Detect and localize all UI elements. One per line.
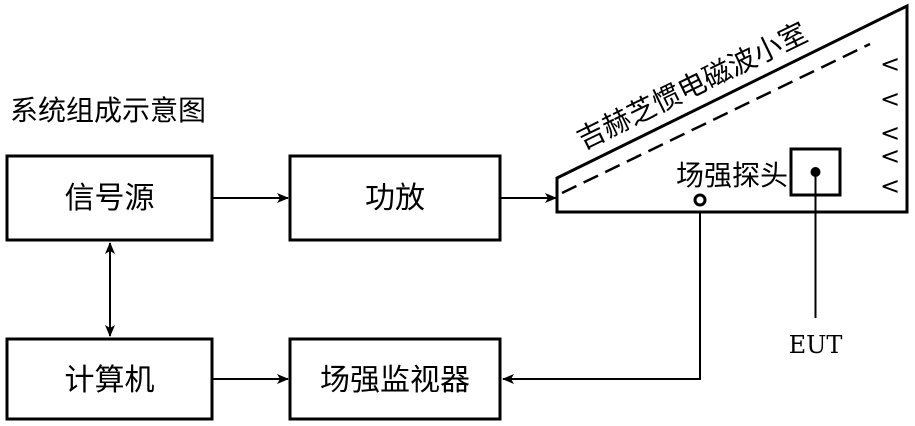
- signal-source-block: 信号源: [5, 154, 214, 242]
- absorber-mark-4: <: [880, 142, 900, 170]
- septum-line: [561, 42, 871, 195]
- computer-block: 计算机: [5, 337, 214, 421]
- power-amp-label: 功放: [365, 181, 425, 216]
- absorber-mark-5: <: [880, 172, 900, 200]
- absorber-mark-2: <: [880, 85, 900, 113]
- probe-cable: [502, 205, 701, 384]
- absorber-mark-3: <: [880, 119, 900, 147]
- gtem-chamber: 吉赫芝惯电磁波小室 场强探头 < < < < <: [555, 3, 909, 318]
- probe-label: 场强探头: [676, 159, 788, 192]
- computer-label: 计算机: [65, 363, 155, 398]
- power-amp-block: 功放: [288, 154, 502, 242]
- diagram-title: 系统组成示意图: [10, 94, 206, 127]
- signal-source-label: 信号源: [65, 181, 155, 216]
- field-probe-icon: [693, 193, 707, 207]
- field-monitor-label: 场强监视器: [320, 363, 470, 398]
- field-monitor-block: 场强监视器: [288, 337, 502, 421]
- absorber-mark-1: <: [880, 50, 900, 78]
- eut-label: EUT: [789, 331, 843, 359]
